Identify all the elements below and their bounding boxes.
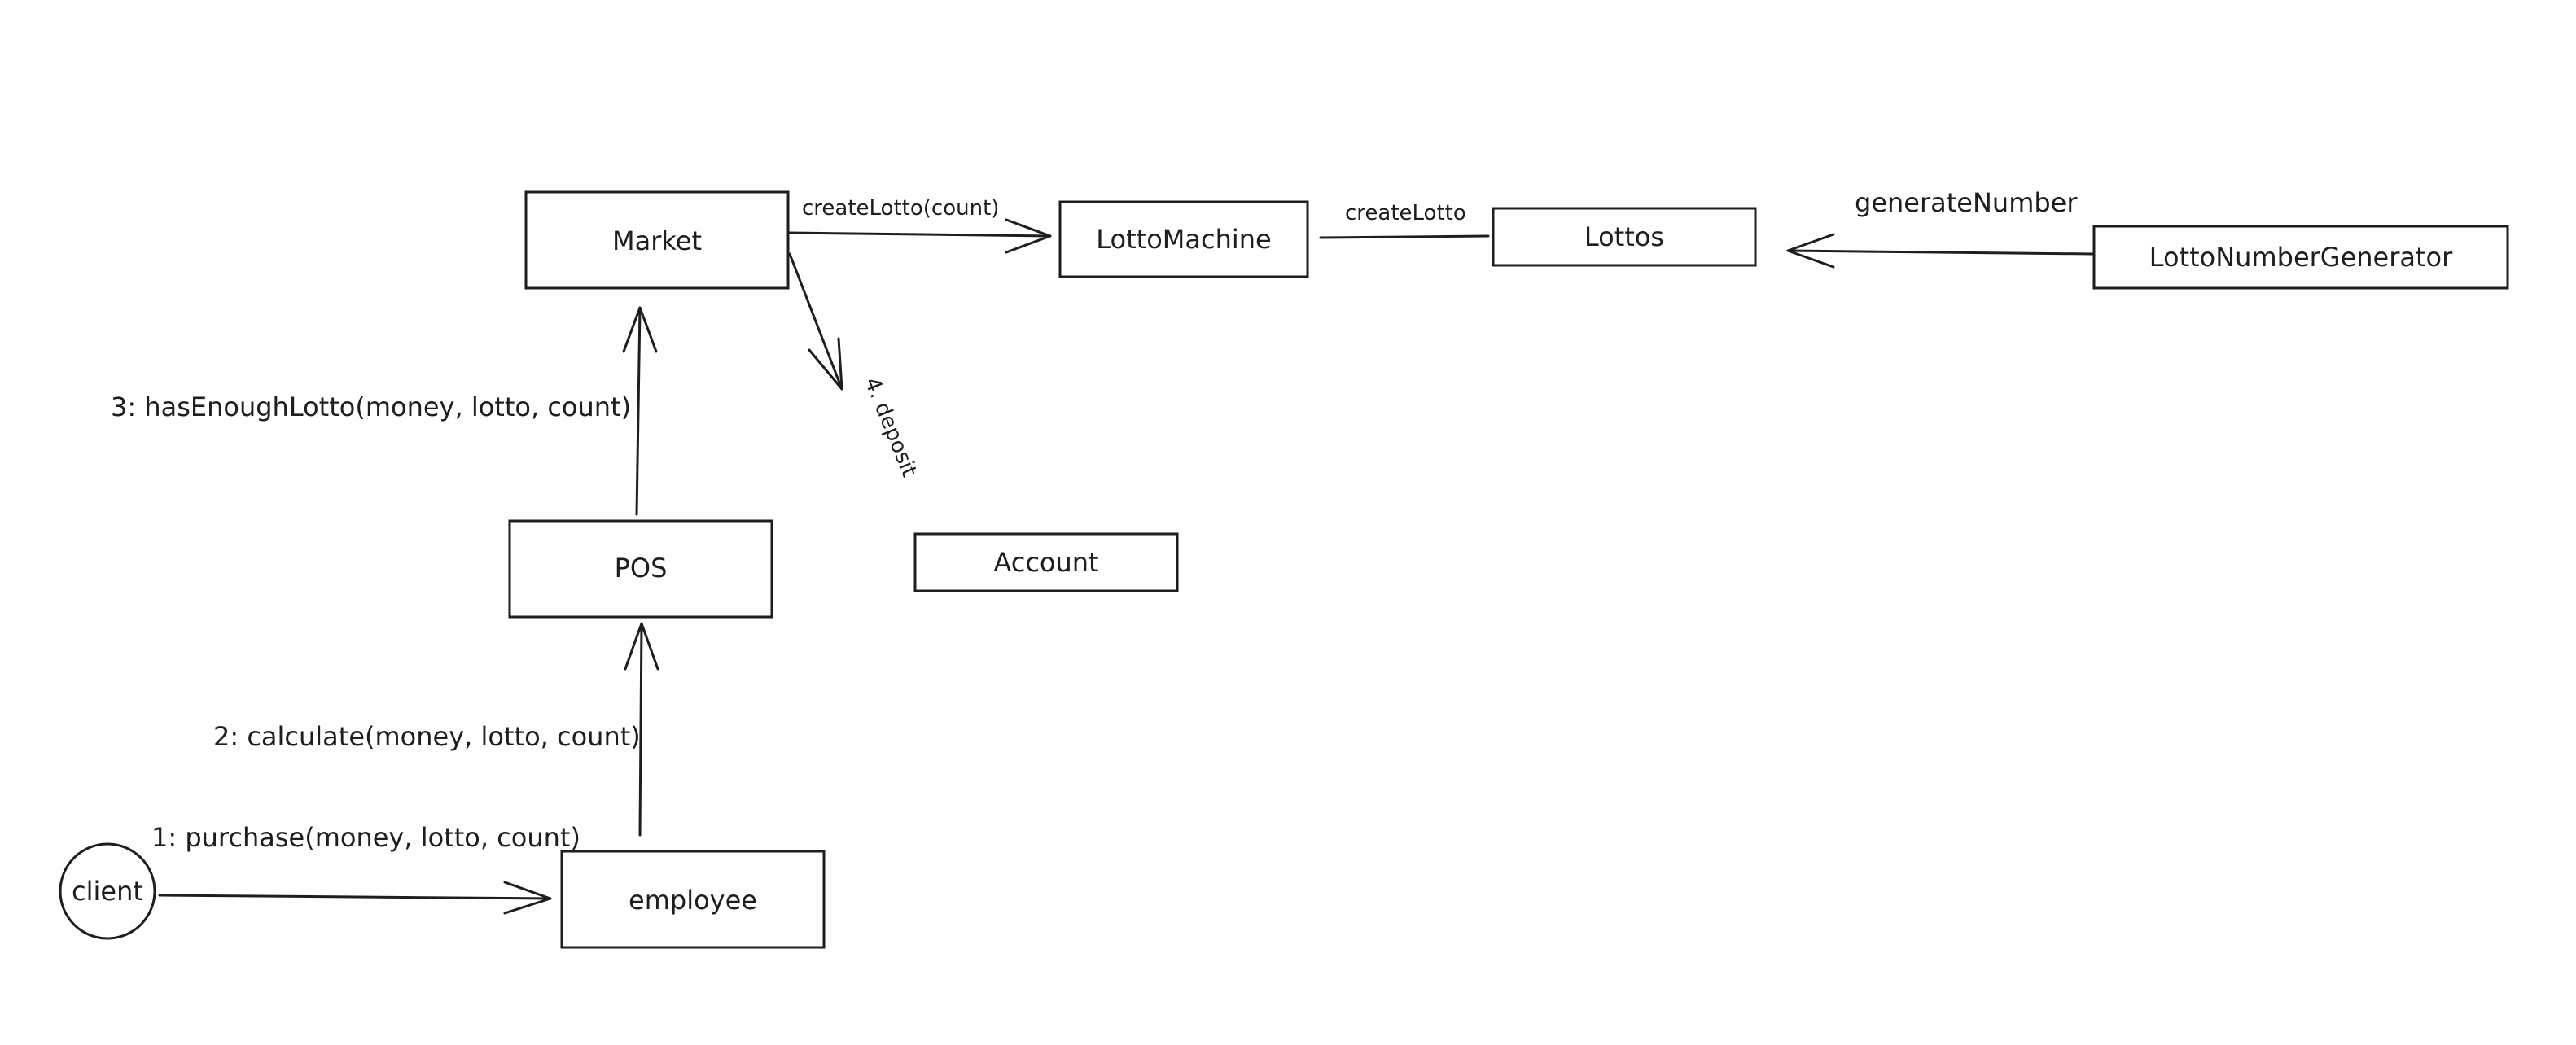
edge-market-to-lottomachine xyxy=(788,218,1052,254)
node-lottos[interactable]: Lottos xyxy=(1492,207,1757,267)
edge-label-create-lotto: createLotto xyxy=(1345,201,1466,225)
edge-generator-to-lottos xyxy=(1786,233,2094,269)
node-lottos-label: Lottos xyxy=(1584,221,1664,252)
node-market-label: Market xyxy=(612,225,702,256)
node-account-label: Account xyxy=(993,547,1098,578)
edge-label-purchase: 1: purchase(money, lotto, count) xyxy=(151,822,580,853)
node-pos-label: POS xyxy=(615,553,668,584)
node-lotto-machine-label: LottoMachine xyxy=(1096,224,1271,255)
node-market[interactable]: Market xyxy=(524,190,790,290)
node-client[interactable]: client xyxy=(59,842,156,940)
node-pos[interactable]: POS xyxy=(508,519,773,619)
node-lotto-number-generator-label: LottoNumberGenerator xyxy=(2149,242,2453,273)
edge-label-calculate: 2: calculate(money, lotto, count) xyxy=(213,721,641,752)
edge-label-has-enough-lotto: 3: hasEnoughLotto(money, lotto, count) xyxy=(111,391,631,422)
edge-label-deposit: 4. deposit xyxy=(860,374,922,480)
edge-label-create-lotto-count: createLotto(count) xyxy=(802,196,999,221)
node-lotto-machine[interactable]: LottoMachine xyxy=(1058,200,1309,278)
node-client-label: client xyxy=(72,876,143,907)
node-employee[interactable]: employee xyxy=(560,850,826,949)
edge-employee-to-pos xyxy=(624,622,659,837)
edge-market-to-account xyxy=(788,252,843,391)
node-account[interactable]: Account xyxy=(913,532,1179,592)
edge-lottomachine-to-lottos xyxy=(1319,234,1490,239)
edge-pos-to-market xyxy=(622,306,658,516)
edge-client-to-employee xyxy=(158,881,552,915)
node-employee-label: employee xyxy=(629,885,757,916)
edge-label-generate-number: generateNumber xyxy=(1855,187,2078,218)
node-lotto-number-generator[interactable]: LottoNumberGenerator xyxy=(2092,225,2509,290)
